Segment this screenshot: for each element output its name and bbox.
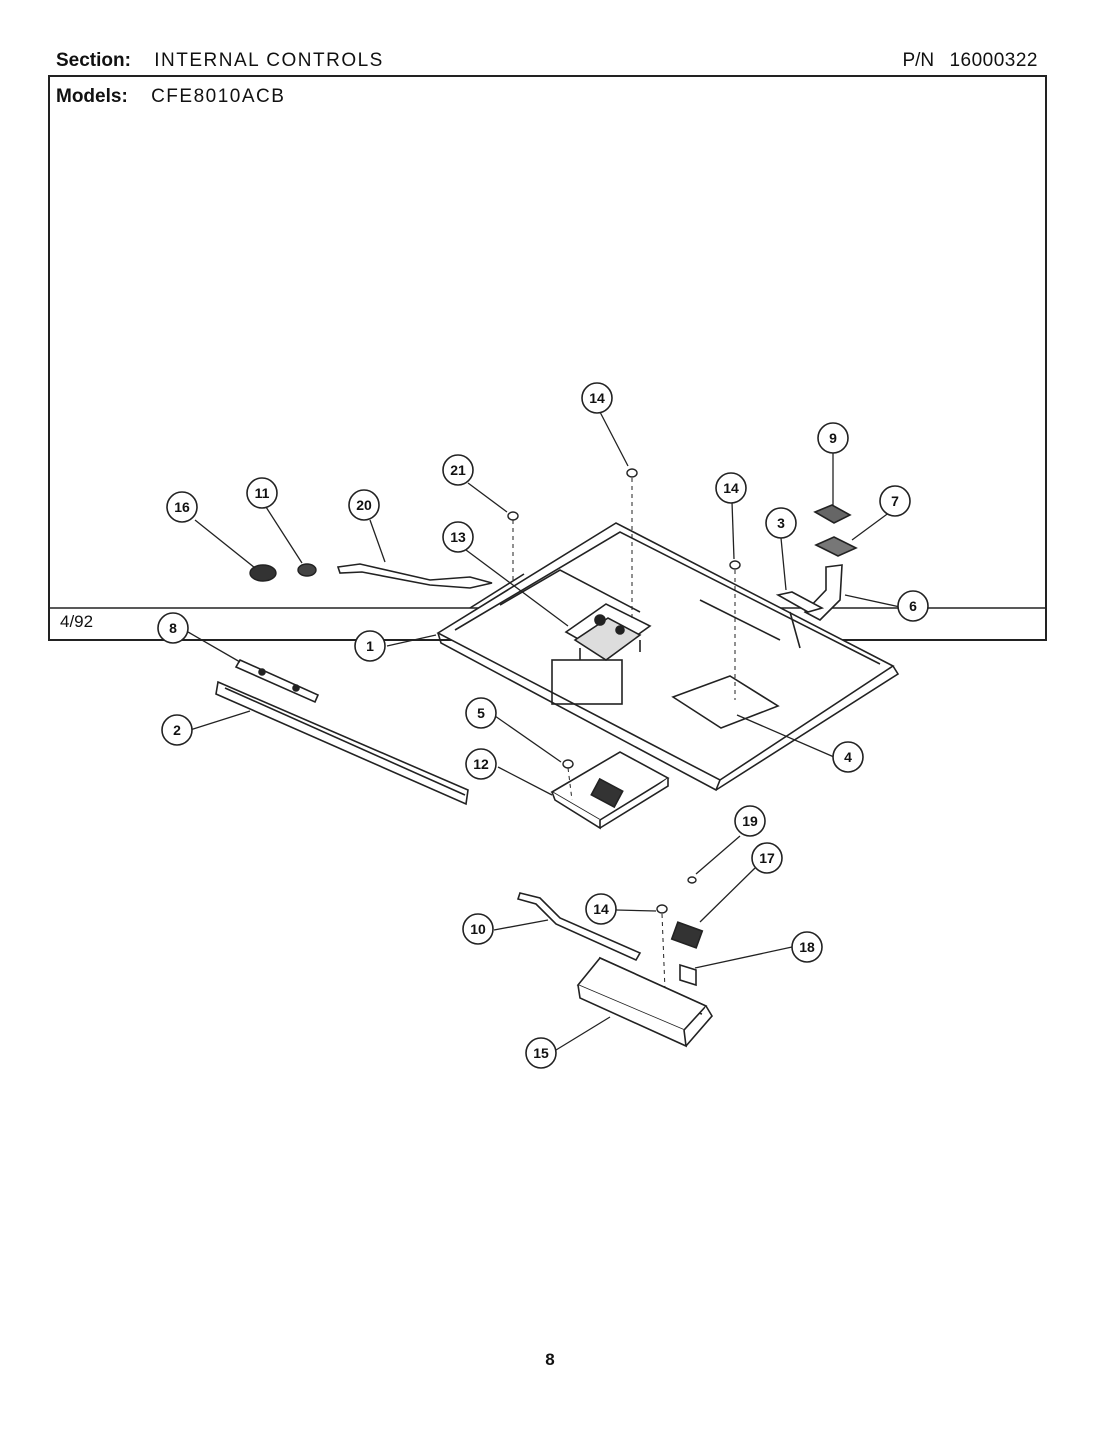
callout-label: 14	[723, 480, 739, 496]
front-rail	[215, 658, 469, 806]
screw-leader-lines	[512, 478, 736, 991]
section-header: Section: INTERNAL CONTROLS	[56, 50, 384, 76]
callout-label: 20	[356, 497, 372, 513]
callout-circle	[525, 1037, 557, 1069]
callout-circle	[817, 422, 849, 454]
callout-label: 10	[470, 921, 486, 937]
callout-circle	[462, 913, 494, 945]
callout-circle	[791, 931, 823, 963]
callout-circle	[715, 472, 747, 504]
selector-switch	[564, 603, 652, 661]
callout-label: 6	[909, 598, 917, 614]
callout-label: 21	[450, 462, 466, 478]
page-number: 8	[545, 1350, 555, 1369]
callout-label: 16	[174, 499, 190, 515]
callout-circle	[348, 489, 380, 521]
callout-circle	[765, 507, 797, 539]
callout-circle	[581, 382, 613, 414]
callout-label: 14	[593, 901, 609, 917]
callout-label: 12	[473, 756, 489, 772]
callout-circle	[442, 454, 474, 486]
callout-label: 17	[759, 850, 775, 866]
part-number: P/N 16000322	[902, 50, 1038, 76]
pn-label: P/N	[902, 50, 935, 71]
callout-label: 1	[366, 638, 374, 654]
models-label: Models:	[56, 86, 128, 107]
callout-circle	[354, 630, 386, 662]
callout-circle	[161, 714, 193, 746]
diagram-frame	[48, 75, 1047, 641]
callout-label: 7	[891, 493, 899, 509]
callout-label: 19	[742, 813, 758, 829]
clips	[775, 504, 858, 649]
wire-bracket	[336, 563, 493, 589]
models-row: Models: CFE8010ACB	[56, 86, 285, 108]
callout-label: 15	[533, 1045, 549, 1061]
callout-circle	[157, 612, 189, 644]
revision-date: 4/92	[60, 612, 94, 631]
callout-label: 13	[450, 529, 466, 545]
knob-parts	[249, 563, 317, 582]
callout-circle	[879, 485, 911, 517]
callout-circle	[585, 893, 617, 925]
callout-label: 18	[799, 939, 815, 955]
pn-value: 16000322	[949, 50, 1038, 71]
section-value: INTERNAL CONTROLS	[154, 50, 384, 71]
terminal-box	[550, 751, 670, 830]
callout-circle	[734, 805, 766, 837]
callout-label: 9	[829, 430, 837, 446]
callout-label: 4	[844, 749, 852, 765]
control-panel-base	[436, 522, 900, 792]
section-label: Section:	[56, 50, 131, 71]
callout-circle	[465, 697, 497, 729]
callout-label: 2	[173, 722, 181, 738]
callout-label: 11	[255, 485, 270, 501]
models-value: CFE8010ACB	[151, 86, 286, 107]
callout-circle	[832, 741, 864, 773]
lower-bracket	[516, 892, 713, 1048]
callout-circle	[166, 491, 198, 523]
screws	[507, 468, 741, 914]
callout-label: 14	[589, 390, 605, 406]
callout-label: 8	[169, 620, 177, 636]
callout-circle	[751, 842, 783, 874]
callout-circle	[897, 590, 929, 622]
callout-leaders	[187, 411, 901, 1051]
callout-label: 5	[477, 705, 485, 721]
callout-circle	[465, 748, 497, 780]
callout-label: 3	[777, 515, 785, 531]
callout-circle	[246, 477, 278, 509]
callout-circle	[442, 521, 474, 553]
